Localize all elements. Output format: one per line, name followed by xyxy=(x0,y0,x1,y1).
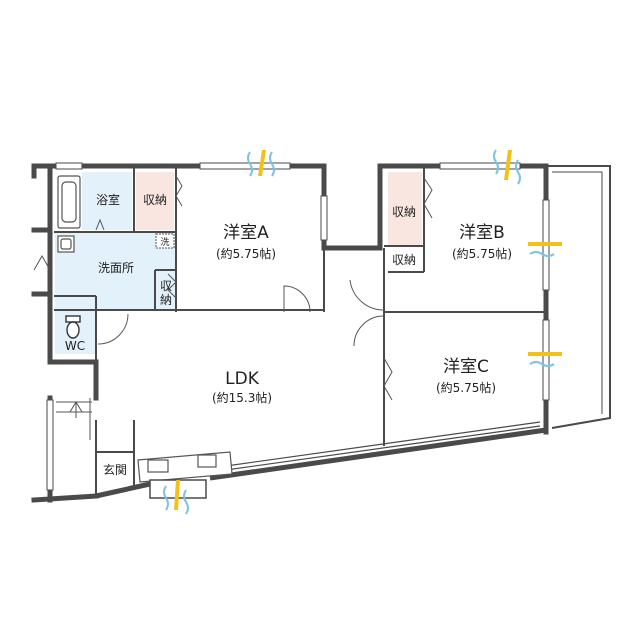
sun-icon xyxy=(174,150,562,510)
label-room-b-size: (約5.75帖) xyxy=(452,246,512,261)
label-ldk: LDK xyxy=(225,369,260,389)
bathtub xyxy=(57,175,81,229)
label-bath: 浴室 xyxy=(96,192,120,207)
label-storage-b-top: 収納 xyxy=(392,205,416,219)
label-storage-wash-1: 収 xyxy=(160,279,172,293)
label-storage-bath: 収納 xyxy=(143,193,167,207)
washbasin xyxy=(57,235,75,253)
kitchen-counter xyxy=(137,451,233,483)
label-room-b: 洋室B xyxy=(459,223,505,243)
label-room-c: 洋室C xyxy=(443,357,489,377)
label-washer: 洗 xyxy=(160,236,169,248)
label-storage-b-bottom: 収納 xyxy=(392,253,416,267)
label-wc: WC xyxy=(65,339,85,353)
balcony xyxy=(548,165,611,429)
toilet xyxy=(65,315,81,339)
bath-area xyxy=(82,172,132,230)
label-ldk-size: (約15.3帖) xyxy=(212,390,272,405)
doors xyxy=(33,175,433,413)
stair-lines xyxy=(56,398,92,440)
airflow-icon xyxy=(163,149,555,515)
label-storage-wash-2: 納 xyxy=(160,293,172,307)
bath-storage-area xyxy=(136,172,174,230)
label-entrance: 玄関 xyxy=(103,462,127,477)
label-washroom: 洗面所 xyxy=(98,261,134,275)
washer-pan xyxy=(155,233,175,249)
label-room-c-size: (約5.75帖) xyxy=(436,380,496,395)
interior-walls xyxy=(54,166,546,496)
room-b-storage-area xyxy=(388,172,422,246)
label-room-a: 洋室A xyxy=(223,223,269,243)
label-room-a-size: (約5.75帖) xyxy=(216,246,276,261)
